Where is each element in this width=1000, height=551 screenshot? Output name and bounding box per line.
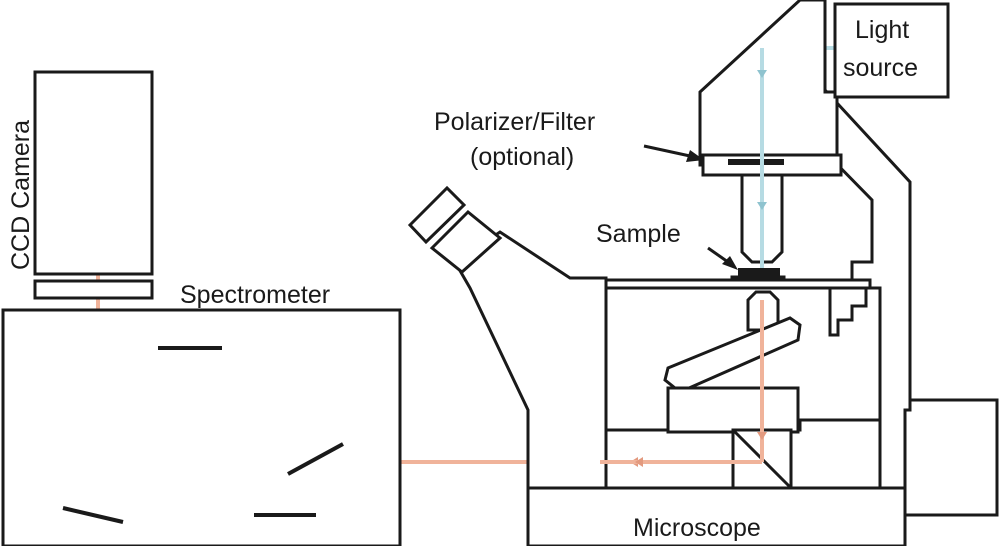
polarizer-label-line2: (optional)	[470, 143, 574, 171]
ccd-camera-body	[33, 70, 154, 276]
polarizer-filter	[728, 159, 784, 165]
ccd-camera-mount	[33, 279, 154, 300]
turret-housing	[666, 386, 800, 434]
sample-label: Sample	[596, 220, 681, 248]
illumination-arrow	[757, 70, 767, 78]
sample	[738, 268, 780, 277]
illuminator-head	[698, 0, 839, 167]
spectrometer-label: Spectrometer	[180, 281, 330, 309]
polarizer-pointer	[643, 144, 691, 158]
spectrometer-box	[1, 308, 402, 548]
microscope-side-module	[903, 398, 999, 517]
sample-pointer-head	[722, 256, 738, 270]
polarizer-pointer-head	[686, 150, 704, 162]
illumination-arrow	[757, 202, 767, 210]
signal-arrow	[757, 432, 767, 440]
eyepiece	[407, 185, 467, 245]
eyepiece-neck	[429, 209, 503, 274]
light-source-box	[833, 2, 950, 99]
microscope-base	[526, 486, 907, 548]
signal-arrow	[635, 457, 643, 467]
collimating-mirror	[62, 506, 124, 524]
sample-pointer	[707, 246, 729, 264]
microscope-label: Microscope	[633, 514, 761, 542]
ccd-camera-label: CCD Camera	[7, 120, 35, 270]
light-source-label-line2: source	[843, 54, 918, 82]
light-source-label-line1: Light	[855, 16, 909, 44]
entrance-mirror	[287, 442, 344, 476]
body-step	[828, 286, 868, 337]
sample-holder	[730, 275, 786, 282]
polarizer-label-line1: Polarizer/Filter	[434, 108, 595, 136]
eyepiece-tube	[452, 230, 608, 490]
